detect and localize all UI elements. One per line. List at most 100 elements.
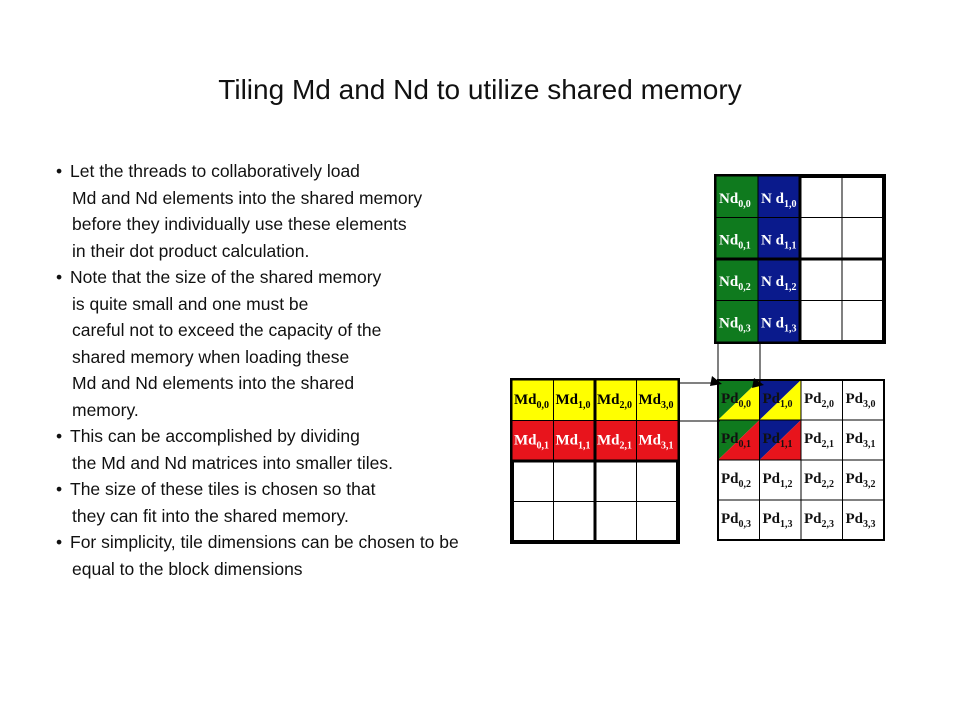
- cell-label-main: Nd: [719, 274, 739, 290]
- cell-label-main: Pd: [804, 511, 822, 527]
- cell-label-sub: 1,1: [780, 439, 793, 450]
- cell-label-main: Pd: [721, 391, 739, 407]
- pd-matrix-frame: [717, 379, 885, 541]
- cell-label-main: Nd: [719, 191, 739, 207]
- cell-label: Md1,1: [556, 433, 591, 452]
- cell-label-main: Md: [556, 433, 579, 449]
- cell-label-main: Pd: [763, 391, 781, 407]
- md-cell: [636, 379, 679, 421]
- cell-label: N d1,3: [761, 316, 796, 335]
- cell-label: Nd0,3: [719, 316, 751, 335]
- cell-label-sub: 0,3: [739, 519, 752, 530]
- bullet-line: Let the threads to collaboratively load: [56, 158, 576, 185]
- cell-label-sub: 1,0: [780, 399, 793, 410]
- cell-label: Md1,0: [556, 392, 591, 411]
- cell-label: Nd0,2: [719, 274, 751, 293]
- bullet-line: Md and Nd elements into the shared: [72, 373, 355, 393]
- cell-label-main: Pd: [804, 391, 822, 407]
- cell-label-main: Md: [514, 392, 537, 408]
- cell-label-sub: 3,1: [661, 441, 674, 452]
- cell-label: Pd0,2: [721, 471, 751, 490]
- cell-label-main: Pd: [846, 511, 864, 527]
- cell-label: Pd2,3: [804, 511, 834, 530]
- cell-label-sub: 1,2: [780, 479, 793, 490]
- bullet-item: Note that the size of the shared memoryi…: [56, 264, 576, 423]
- cell-label: Pd3,0: [846, 391, 876, 410]
- bullet-line: careful not to exceed the capacity of th…: [72, 320, 382, 340]
- cell-label-sub: 2,0: [822, 399, 835, 410]
- bullet-line: equal to the block dimensions: [72, 558, 303, 579]
- cell-label: Md2,1: [597, 433, 632, 452]
- cell-label-main: N d: [761, 191, 785, 207]
- cell-label: Pd1,2: [763, 471, 793, 490]
- bullet-line: This can be accomplished by dividing: [56, 423, 576, 450]
- cell-label: Nd0,1: [719, 233, 751, 252]
- cell-label: Pd3,3: [846, 511, 876, 530]
- cell-label-sub: 3,3: [863, 519, 876, 530]
- cell-label-main: Pd: [721, 471, 739, 487]
- cell-label-sub: 0,2: [738, 282, 751, 293]
- cell-label-sub: 2,2: [822, 479, 835, 490]
- cell-label-main: Pd: [846, 431, 864, 447]
- cell-label: Pd0,0: [721, 391, 751, 410]
- cell-label-main: Md: [639, 433, 662, 449]
- cell-label-main: Pd: [721, 511, 739, 527]
- cell-label-main: Pd: [721, 431, 739, 447]
- cell-label: Md0,1: [514, 433, 549, 452]
- cell-label-sub: 1,3: [780, 519, 793, 530]
- arrowhead: [752, 378, 764, 388]
- md-cell: [511, 379, 554, 421]
- bullet-line: before they individually use these eleme…: [72, 214, 407, 234]
- cell-label: Pd1,1: [763, 431, 793, 450]
- cell-label-sub: 0,0: [738, 199, 751, 210]
- bullet-line: memory.: [72, 399, 139, 420]
- pd-cell-lower-triangle: [759, 420, 801, 460]
- cell-label-sub: 1,2: [784, 282, 797, 293]
- cell-label: Md3,1: [639, 433, 674, 452]
- cell-label-main: Pd: [846, 471, 864, 487]
- cell-label: Pd2,2: [804, 471, 834, 490]
- cell-label: Pd3,1: [846, 431, 876, 450]
- cell-label-main: Md: [514, 433, 537, 449]
- pd-cell-lower-triangle: [759, 380, 801, 420]
- nd-cell: [715, 175, 759, 218]
- arrowhead: [710, 376, 722, 386]
- cell-label-main: Pd: [763, 471, 781, 487]
- cell-label-main: Pd: [763, 511, 781, 527]
- cell-label: Nd0,0: [719, 191, 751, 210]
- bullet-list: Let the threads to collaboratively loadM…: [56, 158, 576, 582]
- cell-label-sub: 3,1: [863, 439, 876, 450]
- cell-label-sub: 1,3: [784, 324, 797, 335]
- cell-label-main: Md: [597, 433, 620, 449]
- nd-cell: [715, 300, 759, 343]
- cell-label-sub: 2,0: [620, 400, 633, 411]
- cell-label: Pd2,0: [804, 391, 834, 410]
- bullet-line: in their dot product calculation.: [72, 240, 310, 261]
- cell-label-sub: 1,0: [784, 199, 797, 210]
- cell-label: Pd2,1: [804, 431, 834, 450]
- cell-label: N d1,0: [761, 191, 796, 210]
- cell-label-main: Nd: [719, 316, 739, 332]
- cell-label: N d1,2: [761, 274, 796, 293]
- cell-label-main: Pd: [804, 471, 822, 487]
- cell-label-sub: 3,0: [661, 400, 674, 411]
- bullet-line: The size of these tiles is chosen so tha…: [56, 476, 576, 503]
- cell-label: N d1,1: [761, 233, 796, 252]
- cell-label-main: Md: [597, 392, 620, 408]
- cell-label-sub: 2,1: [620, 441, 633, 452]
- cell-label-sub: 0,2: [739, 479, 752, 490]
- bullet-item: The size of these tiles is chosen so tha…: [56, 476, 576, 529]
- cell-label-sub: 0,1: [537, 441, 550, 452]
- cell-label: Pd1,0: [763, 391, 793, 410]
- cell-label-sub: 3,2: [863, 479, 876, 490]
- bullet-item: For simplicity, tile dimensions can be c…: [56, 529, 576, 582]
- cell-label: Pd3,2: [846, 471, 876, 490]
- cell-label-sub: 0,0: [537, 400, 550, 411]
- cell-label-sub: 0,1: [739, 439, 752, 450]
- md-cell: [594, 420, 637, 462]
- bullet-line: Md and Nd elements into the shared memor…: [72, 187, 423, 208]
- cell-label: Pd0,1: [721, 431, 751, 450]
- nd-cell: [757, 300, 801, 343]
- cell-label-sub: 1,1: [784, 241, 797, 252]
